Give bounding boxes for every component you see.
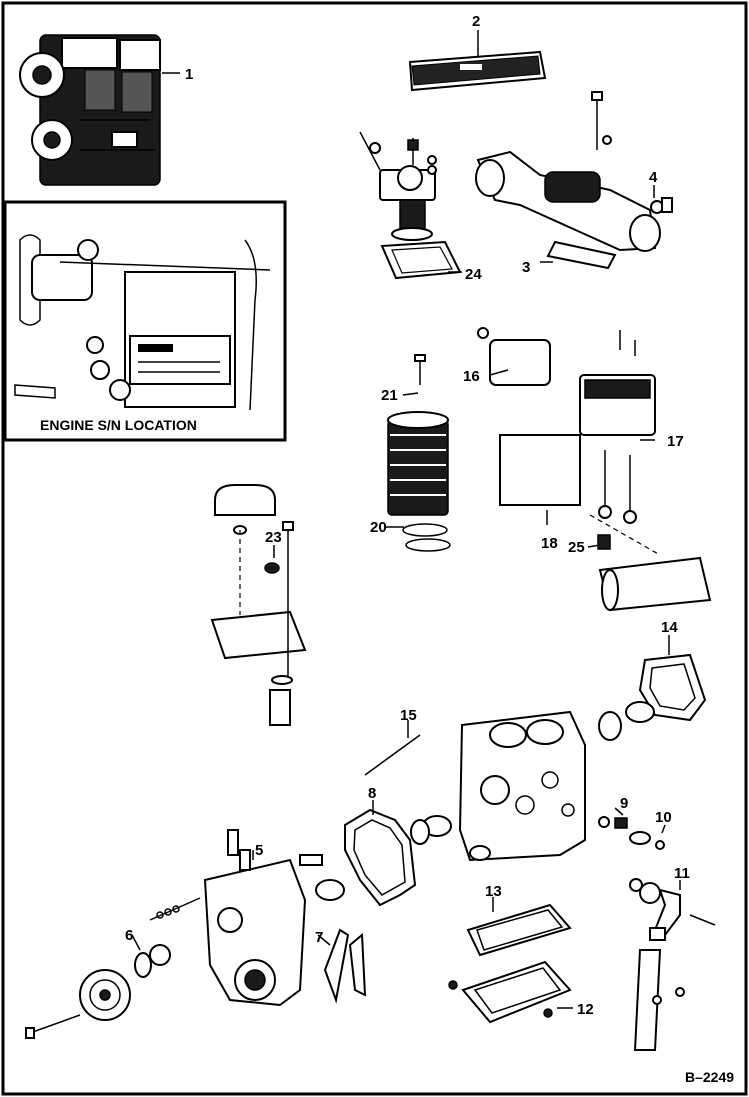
callout-6: 6 (125, 927, 133, 944)
fuel-injection-pump-illustration (359, 131, 462, 280)
callout-5: 5 (255, 842, 263, 859)
callout-9: 9 (620, 795, 628, 812)
inset-caption: ENGINE S/N LOCATION (40, 417, 197, 433)
callout-12: 12 (577, 1001, 594, 1018)
callout-15: 15 (400, 707, 417, 724)
callout-16: 16 (463, 368, 480, 385)
callout-21: 21 (381, 387, 398, 404)
flywheel-housing-gasket-illustration (598, 653, 707, 741)
cylinder-head-illustration (414, 327, 712, 612)
callout-2: 2 (472, 13, 480, 30)
oil-pan-illustration (448, 903, 572, 1024)
callout-23: 23 (265, 529, 282, 546)
serial-number-location-inset: DEUTZ ENGINE S/N LOCATION (3, 200, 287, 442)
callout-11: 11 (674, 865, 690, 882)
front-cover-gasket-illustration (344, 808, 452, 907)
callout-18: 18 (541, 535, 558, 552)
crankcase-illustration (364, 710, 586, 862)
callout-4: 4 (649, 169, 658, 186)
callout-17: 17 (667, 433, 684, 450)
figure-id: B–2249 (685, 1069, 734, 1085)
callout-1: 1 (185, 66, 193, 83)
callout-7: 7 (315, 929, 323, 946)
nameplate-brand: DEUTZ (140, 346, 164, 353)
callout-8: 8 (368, 785, 376, 802)
callout-10: 10 (655, 809, 672, 826)
callout-25: 25 (568, 539, 585, 556)
engine-assembly-illustration (19, 34, 161, 186)
callout-20: 20 (370, 519, 387, 536)
timing-cover-illustration (25, 829, 367, 1039)
rocker-cover-illustration (210, 484, 307, 726)
callout-13: 13 (485, 883, 502, 900)
intake-manifold-illustration (475, 91, 673, 270)
cylinder-barrel-illustration (387, 411, 451, 552)
callout-3: 3 (522, 259, 530, 276)
callout-24: 24 (465, 266, 482, 283)
callout-14: 14 (661, 619, 678, 636)
oil-filter-bracket-illustration (598, 816, 716, 1051)
air-filter-element-illustration (408, 50, 547, 92)
callout-labels: 1 2 3 4 5 6 7 8 9 10 11 12 13 14 15 16 1… (125, 13, 690, 1018)
